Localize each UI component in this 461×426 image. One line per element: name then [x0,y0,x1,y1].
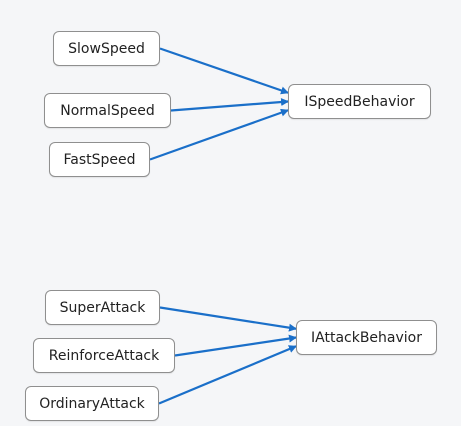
node-slow-speed[interactable]: SlowSpeed [53,31,160,66]
node-ordinary-attack[interactable]: OrdinaryAttack [25,386,159,421]
edge-reinforce-attack-to-iattack-behavior [174,334,297,357]
node-iattack-behavior[interactable]: IAttackBehavior [296,320,437,355]
node-normal-speed[interactable]: NormalSpeed [44,93,171,128]
node-super-attack[interactable]: SuperAttack [45,290,160,325]
node-fast-speed[interactable]: FastSpeed [49,142,150,177]
edge-fast-speed-to-ispeed-behavior [149,108,289,161]
edge-super-attack-to-iattack-behavior [159,306,297,332]
edge-slow-speed-to-ispeed-behavior [159,47,289,95]
edge-ordinary-attack-to-iattack-behavior [158,345,297,405]
node-reinforce-attack[interactable]: ReinforceAttack [33,338,175,373]
node-ispeed-behavior[interactable]: ISpeedBehavior [288,84,431,119]
edge-normal-speed-to-ispeed-behavior [170,98,289,112]
